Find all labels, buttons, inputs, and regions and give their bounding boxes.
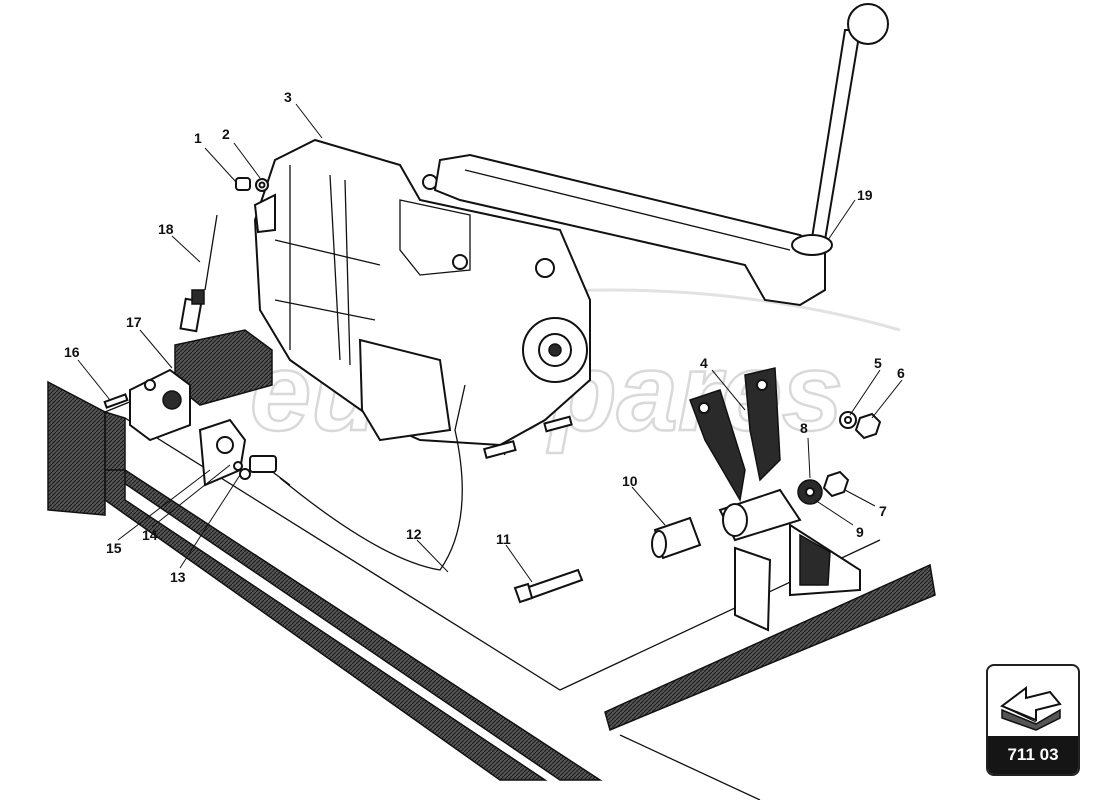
callout-6: 6 [897,365,905,381]
callout-16: 16 [64,344,80,360]
nut-7 [822,470,850,498]
callout-10: 10 [622,473,638,489]
callout-13: 13 [170,569,186,585]
callout-8: 8 [800,420,808,436]
callout-19: 19 [857,187,873,203]
callout-1: 1 [194,130,202,146]
callout-15: 15 [106,540,122,556]
callout-5: 5 [874,355,882,371]
washer-8 [797,479,823,505]
washer-5 [839,411,857,429]
gearbox-housing [253,138,591,459]
callout-3: 3 [284,89,292,105]
cable-12 [233,384,466,571]
callout-7: 7 [879,503,887,519]
callout-9: 9 [856,524,864,540]
cable-18 [179,214,218,333]
callout-labels: 1 2 3 4 5 6 7 8 9 10 11 12 13 14 15 16 1… [64,89,905,585]
callout-17: 17 [126,314,142,330]
bolt-11 [513,568,584,604]
callout-11: 11 [496,531,511,547]
bracket-plate [198,418,247,487]
mount-block [129,329,273,442]
callout-12: 12 [406,526,422,542]
bolt-16 [103,393,129,409]
arrow-left-icon [988,666,1078,734]
leader-lines [77,103,903,583]
callout-14: 14 [142,527,158,543]
callout-2: 2 [222,126,230,142]
reference-badge[interactable]: 711 03 [986,664,1080,776]
bush-10 [651,516,702,560]
gear-lever [433,3,889,307]
reference-code: 711 03 [988,736,1078,774]
nut-6 [854,412,882,440]
mount-bracket-4 [689,367,802,542]
callout-18: 18 [158,221,174,237]
bolt-1 [235,177,251,191]
washer-2 [255,178,269,192]
chassis-frame-right [604,523,936,800]
callout-4: 4 [700,355,708,371]
